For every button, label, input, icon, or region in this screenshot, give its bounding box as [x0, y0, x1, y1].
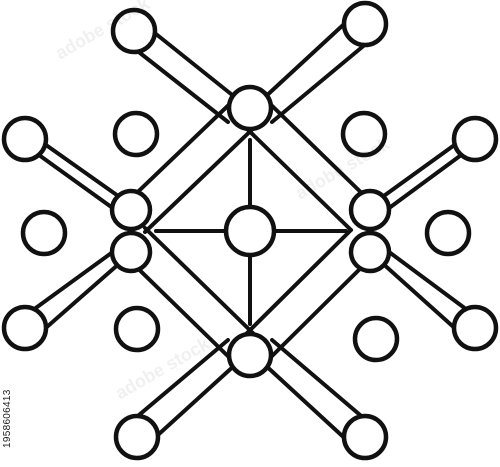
atom-arm-right-lower [451, 304, 499, 352]
arm-bond-bottom-left [124, 338, 238, 446]
atom-arm-bottom-right [341, 413, 389, 461]
arm-bond-top-right [262, 12, 375, 124]
atom-free-upper-right [340, 110, 388, 158]
diamond-bond-bottom-right [238, 228, 377, 366]
atom-free-left [20, 209, 68, 257]
atom-right-lower [348, 230, 392, 274]
bond-layer [20, 12, 480, 446]
atom-free-upper-left [112, 110, 160, 158]
atom-left-lower [109, 230, 153, 274]
atom-arm-bottom-left [113, 413, 161, 461]
atom-top [226, 84, 274, 132]
arm-bond-bottom-right [262, 338, 375, 446]
atom-arm-left-lower [1, 304, 49, 352]
atom-center [223, 204, 277, 258]
atom-free-right [424, 209, 472, 257]
atom-free-lower-right [352, 315, 400, 363]
atom-arm-right-upper [451, 115, 499, 163]
atom-bottom [226, 331, 274, 379]
diamond-bond-top-right [238, 96, 377, 232]
atom-arm-top-left [110, 7, 158, 55]
stock-image-id: 1958606413 [2, 389, 13, 448]
atom-arm-top-right [341, 0, 389, 48]
atom-arm-left-upper [1, 115, 49, 163]
atom-left-upper [109, 188, 153, 232]
atom-free-lower-left [113, 305, 161, 353]
atom-right-upper [348, 188, 392, 232]
diamond-bond-top-left [119, 96, 262, 234]
